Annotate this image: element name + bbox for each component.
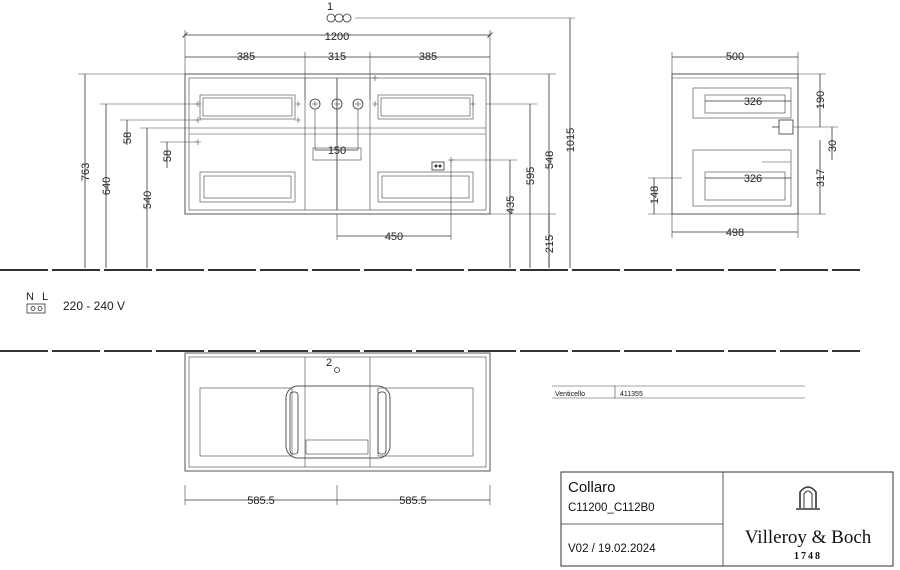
dim-500: 500	[726, 51, 744, 63]
socket-legend-icon	[26, 303, 46, 314]
callout-2-label: 2	[326, 357, 332, 369]
callout-1-icon	[326, 13, 336, 23]
dim-1015: 1015	[565, 128, 577, 152]
product-codes: C11200_C112B0	[568, 502, 655, 514]
dim-1200: 1200	[325, 31, 349, 43]
lower-drawer-left	[199, 171, 296, 203]
label-l: L	[42, 291, 48, 303]
dim-548: 548	[544, 151, 556, 169]
waste-pipe-icon	[778, 119, 794, 135]
electrical-legend: N L 220 - 240 V	[26, 291, 125, 314]
dim-215: 215	[544, 235, 556, 253]
label-n: N	[26, 291, 34, 303]
voltage-text: 220 - 240 V	[63, 299, 125, 313]
dim-763: 763	[80, 163, 92, 181]
dim-435: 435	[505, 196, 517, 214]
dim-30: 30	[827, 140, 839, 152]
upper-drawer-left-inner	[202, 97, 293, 117]
dim-317: 317	[815, 169, 827, 187]
dim-385-left: 385	[237, 51, 255, 63]
dim-585-left: 585.5	[247, 495, 275, 507]
dim-190: 190	[815, 91, 827, 109]
product-name: Collaro	[568, 479, 616, 496]
dim-640: 640	[101, 177, 113, 195]
front-view: 1 1200 385 315 385 150 450 763 640	[78, 1, 577, 268]
lower-drawer-right	[377, 171, 474, 203]
brand-name: Villeroy & Boch	[745, 527, 872, 548]
dim-595: 595	[525, 167, 537, 185]
dim-385-right: 385	[419, 51, 437, 63]
front-cabinet-outline	[184, 73, 491, 215]
tap-center-icon	[331, 98, 343, 110]
version-date: V02 / 19.02.2024	[568, 543, 656, 555]
dim-326-bottom: 326	[744, 173, 762, 185]
title-block: Collaro C11200_C112B0 V02 / 19.02.2024 V…	[560, 471, 894, 567]
parts-item-code: 411355	[620, 391, 643, 398]
side-cabinet-outline	[671, 73, 799, 215]
siphon-box	[312, 147, 362, 161]
upper-drawer-right	[377, 94, 474, 120]
parts-item-name: Venticello	[555, 391, 585, 398]
dim-315: 315	[328, 51, 346, 63]
dim-498: 498	[726, 227, 744, 239]
dim-58-upper: 58	[122, 132, 134, 144]
lower-drawer-right-inner	[381, 175, 470, 199]
side-upper-drawer	[692, 87, 792, 119]
dim-326-top: 326	[744, 96, 762, 108]
parts-table: Venticello 411355	[552, 385, 805, 399]
lower-drawer-left-inner	[203, 175, 292, 199]
dim-58-lower: 58	[162, 150, 174, 162]
brand-year: 1748	[794, 551, 822, 562]
top-cabinet-outline	[184, 352, 491, 472]
dim-540: 540	[142, 191, 154, 209]
tap-hole-icon	[334, 367, 340, 373]
upper-drawer-left	[199, 94, 296, 120]
dim-450: 450	[385, 231, 403, 243]
top-view: 2 585.5 585.5	[184, 352, 491, 507]
side-view: 500 326 326 498 190 30 317 148	[648, 51, 839, 239]
dim-150: 150	[328, 145, 346, 157]
upper-drawer-right-inner	[380, 97, 471, 117]
socket-icon	[431, 161, 445, 171]
basin-outline	[285, 385, 391, 459]
brand-logo-icon	[796, 486, 820, 510]
callout-1-label: 1	[327, 1, 333, 13]
dim-585-right: 585.5	[399, 495, 427, 507]
dim-148: 148	[649, 186, 661, 204]
